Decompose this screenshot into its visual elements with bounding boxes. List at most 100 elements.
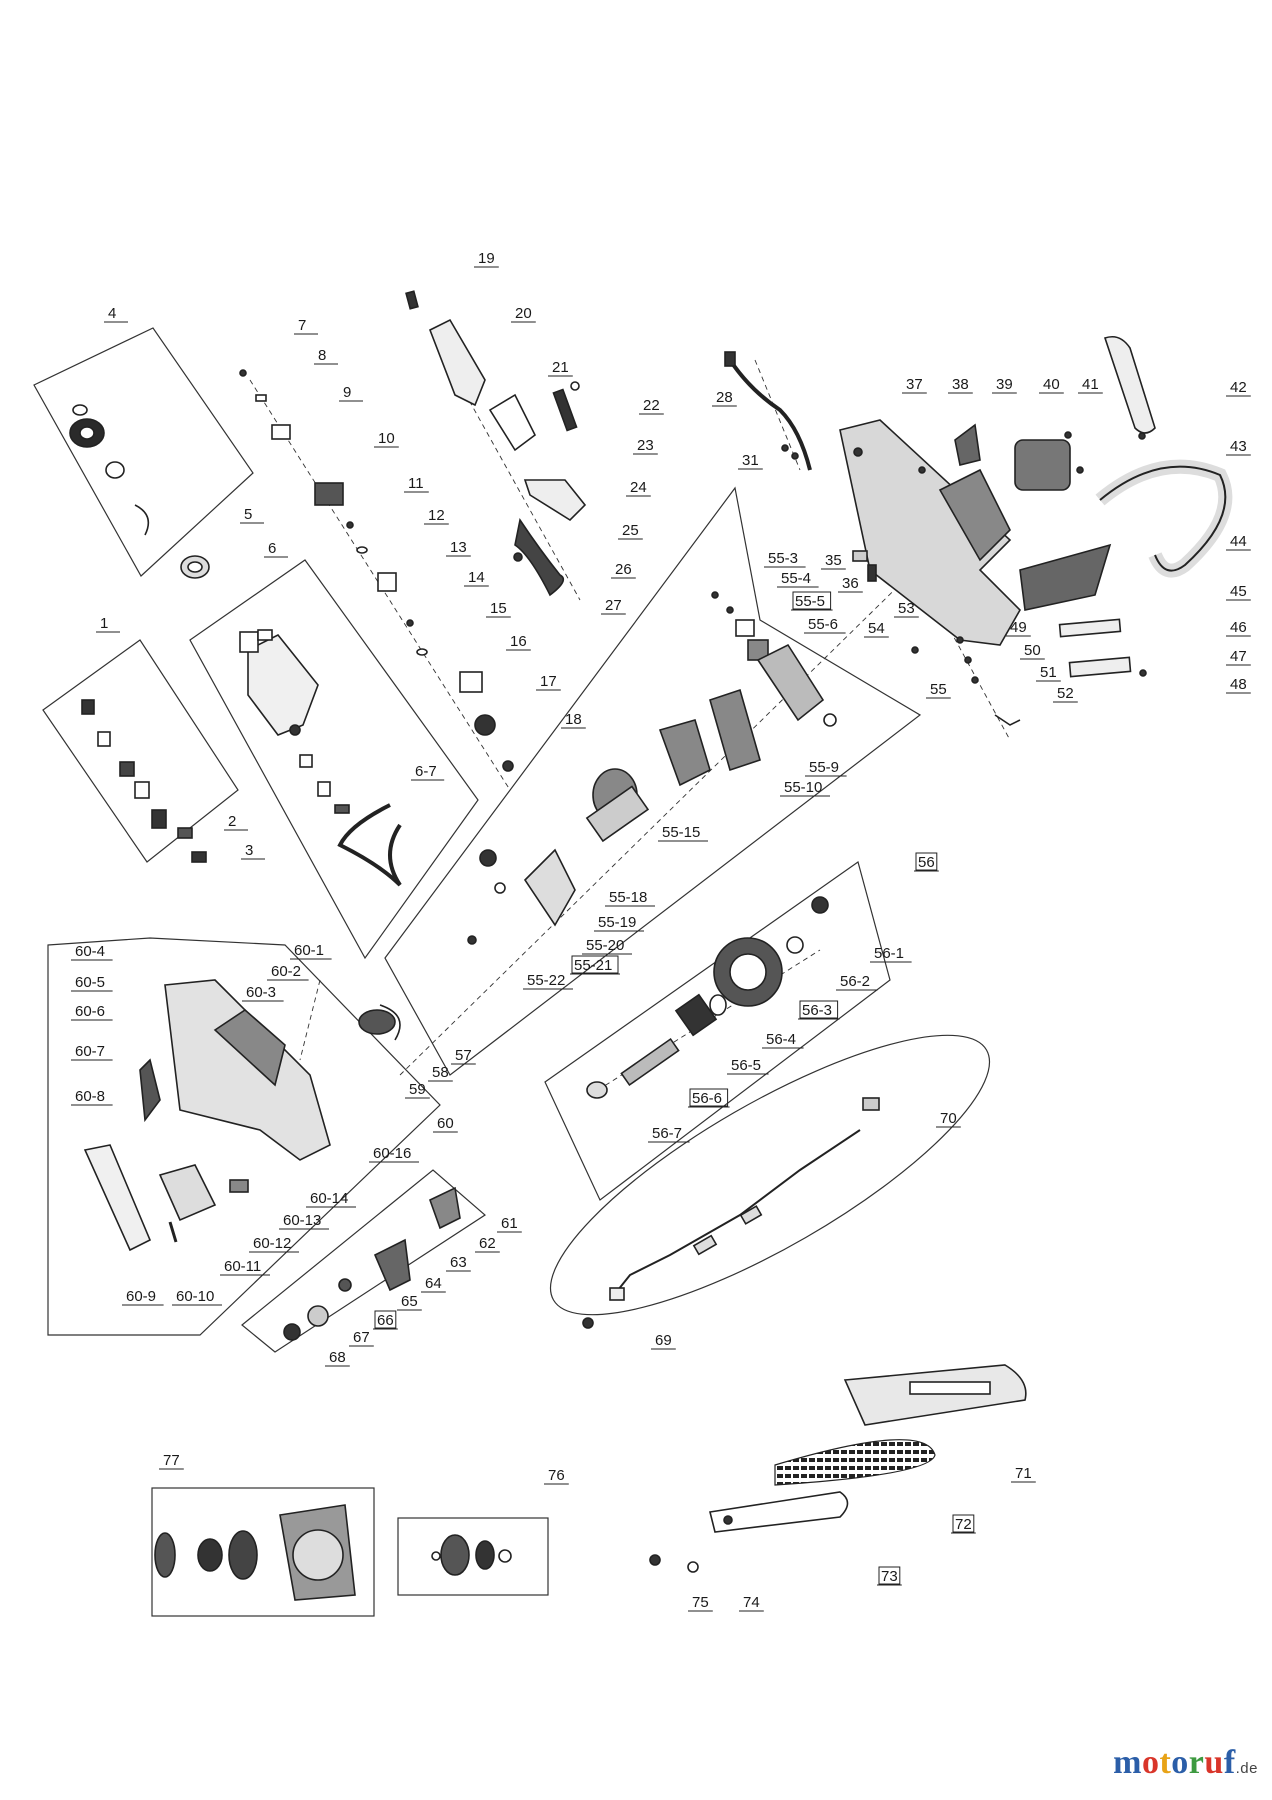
label-text: 46	[1230, 619, 1247, 636]
label-text: 13	[450, 539, 467, 556]
label-text: 56-7	[652, 1125, 682, 1142]
label-text: 62	[479, 1235, 496, 1252]
label-text: 22	[643, 397, 660, 414]
label-text: 55-5	[795, 593, 825, 610]
part-label-60-9: 60-9	[122, 1288, 164, 1306]
label-text: 51	[1040, 664, 1057, 681]
part-label-60-2: 60-2	[267, 963, 309, 981]
label-box	[799, 1000, 839, 1019]
brand-u: u	[1204, 1744, 1224, 1781]
label-text: 7	[298, 317, 306, 334]
frame-group-6	[189, 559, 479, 960]
part-label-60-12: 60-12	[249, 1235, 299, 1253]
part-label-57: 57	[451, 1047, 476, 1065]
label-text: 60-13	[283, 1212, 321, 1229]
part-label-55-19: 55-19	[594, 914, 644, 932]
part-label-23: 23	[633, 437, 658, 455]
brand-tld: .de	[1235, 1760, 1258, 1777]
part-label-55-20: 55-20	[582, 937, 632, 955]
part-label-41: 41	[1078, 376, 1103, 394]
part-label-55: 55	[926, 681, 951, 699]
part-label-76: 76	[544, 1467, 569, 1485]
label-text: 55-20	[586, 937, 624, 954]
part-label-66: 66	[373, 1310, 398, 1330]
frame-group-1	[42, 639, 239, 863]
frame-group-76	[397, 1517, 549, 1596]
label-text: 35	[825, 552, 842, 569]
label-text: 55-3	[768, 550, 798, 567]
label-text: 38	[952, 376, 969, 393]
label-text: 1	[100, 615, 108, 632]
label-text: 10	[378, 430, 395, 447]
part-label-5: 5	[240, 506, 264, 524]
part-label-46: 46	[1226, 619, 1251, 637]
part-label-60-3: 60-3	[242, 984, 284, 1002]
part-label-60-5: 60-5	[71, 974, 113, 992]
label-text: 2	[228, 813, 236, 830]
part-label-55-18: 55-18	[605, 889, 655, 907]
brand-logo[interactable]: motoruf.de	[1113, 1744, 1258, 1782]
part-label-63: 63	[446, 1254, 471, 1272]
part-label-31: 31	[738, 452, 763, 470]
part-label-60-16: 60-16	[369, 1145, 419, 1163]
part-label-3: 3	[241, 842, 265, 860]
part-label-24: 24	[626, 479, 651, 497]
label-text: 54	[868, 620, 885, 637]
label-text: 16	[510, 633, 527, 650]
part-label-13: 13	[446, 539, 471, 557]
part-label-45: 45	[1226, 583, 1251, 601]
part-label-35: 35	[821, 552, 846, 570]
label-text: 58	[432, 1064, 449, 1081]
label-text: 61	[501, 1215, 518, 1232]
frame-group-70	[549, 1034, 991, 1316]
part-label-36: 36	[838, 575, 863, 593]
label-text: 55-21	[574, 957, 612, 974]
part-label-56-4: 56-4	[762, 1031, 804, 1049]
frame-group-4	[33, 327, 254, 577]
label-text: 71	[1015, 1465, 1032, 1482]
part-label-64: 64	[421, 1275, 446, 1293]
part-label-60-4: 60-4	[71, 943, 113, 961]
part-label-17: 17	[536, 673, 561, 691]
label-text: 53	[898, 600, 915, 617]
part-label-56-7: 56-7	[648, 1125, 690, 1143]
brand-t: t	[1159, 1744, 1172, 1781]
label-text: 50	[1024, 642, 1041, 659]
part-label-9: 9	[339, 384, 363, 402]
label-text: 56-2	[840, 973, 870, 990]
brand-m: m	[1113, 1744, 1142, 1781]
part-label-51: 51	[1036, 664, 1061, 682]
label-text: 60-7	[75, 1043, 105, 1060]
label-text: 74	[743, 1594, 760, 1611]
part-label-39: 39	[992, 376, 1017, 394]
label-text: 55-15	[662, 824, 700, 841]
label-box	[571, 955, 619, 974]
part-label-11: 11	[404, 475, 429, 493]
label-text: 56	[918, 854, 935, 871]
label-text: 6-7	[415, 763, 437, 780]
part-label-56-2: 56-2	[836, 973, 878, 991]
label-text: 26	[615, 561, 632, 578]
part-label-8: 8	[314, 347, 338, 365]
part-label-71: 71	[1011, 1465, 1036, 1483]
part-label-4: 4	[104, 305, 128, 323]
part-label-75: 75	[688, 1594, 713, 1612]
group-frames	[33, 327, 991, 1617]
part-label-61: 61	[497, 1215, 522, 1233]
label-box	[915, 852, 938, 871]
part-label-60-6: 60-6	[71, 1003, 113, 1021]
label-text: 69	[655, 1332, 672, 1349]
part-label-55-21: 55-21	[570, 955, 620, 975]
label-text: 3	[245, 842, 253, 859]
label-text: 21	[552, 359, 569, 376]
label-text: 23	[637, 437, 654, 454]
part-label-60-11: 60-11	[220, 1258, 270, 1276]
part-label-21: 21	[548, 359, 573, 377]
label-text: 45	[1230, 583, 1247, 600]
frame-group-60	[47, 937, 441, 1336]
part-label-27: 27	[601, 597, 626, 615]
part-label-14: 14	[464, 569, 489, 587]
part-label-44: 44	[1226, 533, 1251, 551]
part-label-69: 69	[651, 1332, 676, 1350]
